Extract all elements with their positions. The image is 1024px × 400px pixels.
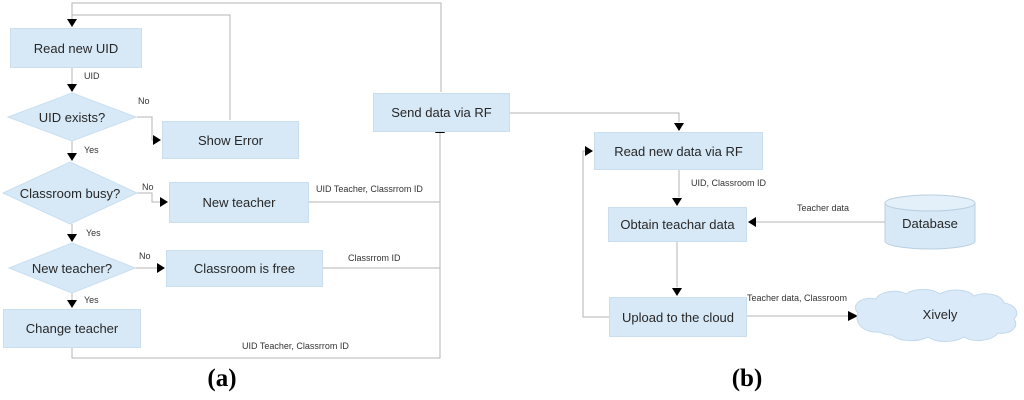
connector-send-loop-top	[71, 2, 442, 92]
edge-label-teacher-data-classroom: Teacher data, Classroom	[747, 293, 848, 303]
database-cylinder	[884, 194, 976, 250]
edge-label-yes-classroom-busy: Yes	[86, 228, 101, 238]
diamond-uid-exists	[6, 92, 138, 142]
node-upload-to-cloud: Upload to the cloud	[609, 297, 747, 337]
connector-send-to-readdata	[510, 112, 680, 122]
edge-label-uid: UID	[84, 71, 100, 81]
arrowhead-into-upload	[672, 288, 682, 296]
arrowhead-into-classroom-free	[157, 263, 165, 273]
edge-label-classroom-id: Classrrom ID	[348, 253, 401, 263]
connector-showerror-loop	[71, 14, 231, 120]
arrowhead-into-obtain-top	[672, 198, 682, 206]
caption-a: (a)	[207, 365, 237, 392]
arrowhead-into-obtain-right	[748, 217, 756, 227]
arrowhead-into-show-error	[153, 135, 161, 145]
node-send-data-rf: Send data via RF	[373, 93, 510, 132]
caption-b: (b)	[731, 365, 763, 392]
edge-label-uid-teacher-classroom-bottom: UID Teacher, Classrrom ID	[242, 341, 349, 351]
xively-cloud	[854, 289, 1018, 342]
node-change-teacher: Change teacher	[3, 309, 141, 348]
node-obtain-teacher-data: Obtain teachar data	[608, 207, 747, 242]
edge-label-no-classroom-busy: No	[142, 182, 154, 192]
node-new-teacher: New teacher	[169, 182, 309, 223]
arrowhead-into-read-new-data	[674, 123, 684, 131]
edge-label-uid-classroom-id: UID, Classroom ID	[691, 178, 767, 188]
diamond-classroom-busy	[1, 161, 139, 225]
connector-busy-no	[137, 192, 160, 203]
node-classroom-free: Classroom is free	[166, 250, 323, 287]
connector-uidexists-no	[137, 116, 154, 141]
edge-label-teacher-data: Teacher data	[797, 203, 850, 213]
node-show-error: Show Error	[162, 121, 299, 159]
edge-label-no-new-teacher: No	[139, 251, 151, 261]
arrowhead-into-change-teacher	[67, 300, 77, 308]
arrowhead-into-classroom-busy	[67, 153, 77, 161]
arrowhead-into-uid-exists	[67, 84, 77, 92]
diamond-new-teacher	[7, 242, 137, 294]
connector-changeteacher-to-send	[71, 133, 441, 359]
arrowhead-into-xively	[848, 311, 858, 321]
arrowhead-into-new-teacher-q	[67, 234, 77, 242]
edge-label-yes-new-teacher: Yes	[84, 295, 99, 305]
arrowhead-into-new-teacher	[160, 197, 168, 207]
arrowhead-into-read-new-uid	[67, 19, 77, 27]
connector-upload-loop	[582, 150, 609, 318]
node-read-new-uid: Read new UID	[10, 28, 142, 68]
edge-label-no-uid-exists: No	[138, 96, 150, 106]
node-read-new-data-rf: Read new data via RF	[594, 132, 763, 170]
arrowhead-into-read-new-data-left	[585, 146, 593, 156]
edge-label-uid-teacher-classroom-top: UID Teacher, Classrrom ID	[316, 184, 423, 194]
edge-label-yes-uid-exists: Yes	[84, 145, 99, 155]
